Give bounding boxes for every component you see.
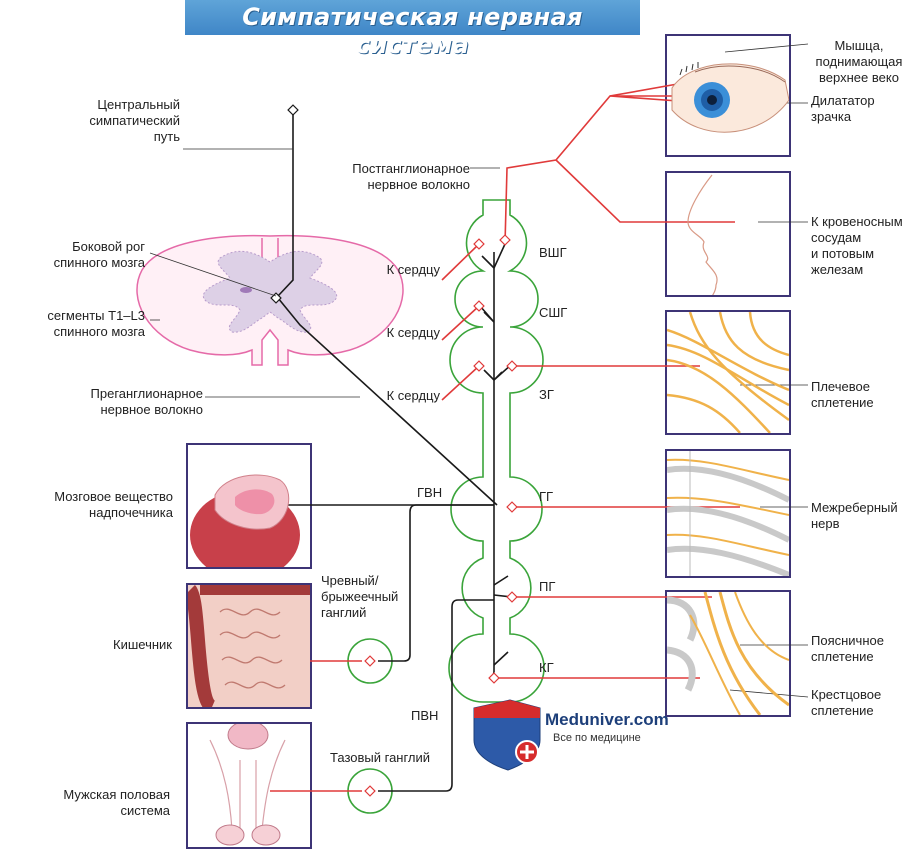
logo-shield-icon	[473, 699, 541, 771]
intestine-label: Кишечник	[113, 637, 172, 652]
brachial-label: Плечевое сплетение	[811, 379, 874, 410]
ganglion-vshg-label: ВШГ	[539, 245, 567, 260]
to-heart-label-3: К сердцу	[386, 388, 440, 403]
pelvis-illustration	[667, 592, 789, 715]
ribs-illustration	[667, 451, 789, 576]
adrenal-illustration	[190, 474, 300, 567]
pelvic-ganglion-label: Тазовый ганглий	[330, 750, 431, 765]
segments-label: сегменты T1–L3 спинного мозга	[47, 308, 145, 339]
male-system-illustration	[209, 724, 286, 846]
intestine-illustration	[188, 585, 310, 707]
page-title: Симпатическая нервная система	[242, 3, 583, 59]
ganglion-gg-label: ГГ	[539, 489, 554, 504]
brachial-panel	[665, 310, 791, 435]
postganglionic-fibers	[270, 79, 740, 792]
preganglionic-fibers	[266, 112, 513, 792]
lateral-horn-label: Боковой рог спинного мозга	[53, 239, 145, 270]
pupil-dilator-label: Дилататор зрачка	[811, 93, 875, 124]
celiac-ganglion-label: Чревный/ брыжеечный ганглий	[321, 573, 399, 620]
vessels-glands-label: К кровеносным сосудам и потовым железам	[811, 214, 903, 277]
eye-illustration	[671, 62, 789, 133]
logo-tagline: Все по медицине	[553, 732, 641, 744]
spinal-cord-section	[136, 234, 404, 366]
intercostal-label: Межреберный нерв	[811, 500, 898, 531]
to-heart-label-1: К сердцу	[386, 262, 440, 277]
central-path-label: Центральный симпатический путь	[89, 97, 180, 144]
leader-lines	[149, 43, 809, 698]
logo-name[interactable]: Meduniver.com	[545, 710, 669, 729]
face-illustration	[687, 174, 718, 295]
lumbar-label: Поясничное сплетение	[811, 633, 884, 664]
synapse-markers	[260, 234, 518, 797]
gvn-label: ГВН	[417, 485, 443, 500]
sacral-label: Крестцовое сплетение	[811, 687, 882, 718]
title-bar: Симпатическая нервная система	[185, 0, 640, 59]
male-system-label: Мужская половая система	[63, 787, 170, 818]
ganglion-pg-label: ПГ	[539, 579, 556, 594]
ganglion-sshg-label: СШГ	[539, 305, 568, 320]
adrenal-label: Мозговое вещество надпочечника	[54, 489, 173, 520]
postganglionic-label: Постганглионарное нервное волокно	[352, 161, 470, 192]
preganglionic-label: Преганглионарное нервное волокно	[90, 386, 203, 417]
ganglion-zg-label: ЗГ	[539, 387, 554, 402]
eyelid-muscle-label: Мышца, поднимающая верхнее веко	[815, 38, 903, 85]
to-heart-label-2: К сердцу	[386, 325, 440, 340]
sympathetic-trunk	[448, 199, 545, 703]
ganglion-kg-label: КГ	[539, 660, 554, 675]
face-panel	[665, 171, 791, 297]
brachial-illustration	[667, 312, 789, 433]
pvn-label: ПВН	[411, 708, 439, 723]
